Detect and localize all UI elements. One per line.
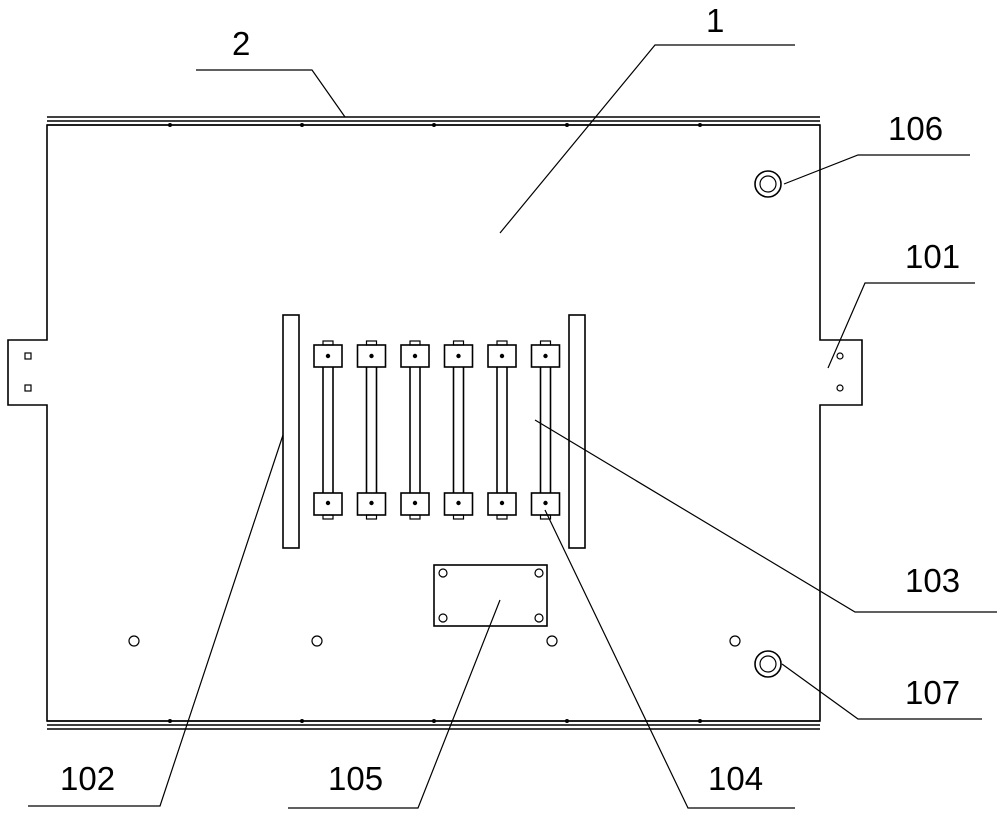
roller [356,340,387,520]
roller-cap [496,340,508,346]
left-tab-hole [24,384,32,392]
label-104: 104 [708,760,763,797]
roller-pin [543,353,548,359]
label-103: 103 [905,562,960,599]
roller-pin [456,500,461,506]
roller-pin [369,500,374,506]
label-101: 101 [905,238,960,275]
roller [313,340,343,520]
junction-box [433,564,548,627]
roller-pin [456,353,461,359]
roller-pin [325,353,331,359]
roller-cap [452,514,465,520]
roller-cap [409,340,421,346]
roller-cap [539,340,552,346]
port-106 [754,170,782,198]
roller [443,340,474,520]
mounting-hole [128,635,140,647]
main-plate [7,124,863,722]
roller-cap [409,514,421,520]
port-107 [754,650,782,678]
mounting-hole [311,635,323,647]
roller-group [313,340,561,520]
roller-cap [539,514,552,520]
right-tab-hole [836,384,844,392]
roller-pin [369,353,374,359]
label-2: 2 [232,25,250,62]
label-107: 107 [905,674,960,711]
label-1: 1 [706,2,724,39]
roller-cap [365,514,378,520]
label-106: 106 [888,110,943,147]
label-102: 102 [60,760,115,797]
roller-cap [322,340,334,346]
roller-cap [322,514,334,520]
roller-pin [543,500,548,506]
roller-cap [496,514,508,520]
right-tab-hole [836,352,844,360]
label-105: 105 [328,760,383,797]
roller-pin [412,353,418,359]
mounting-hole [546,635,558,647]
mounting-hole [729,635,741,647]
roller [530,340,561,520]
roller [487,340,517,520]
roller-pin [412,500,418,506]
roller-pin [499,500,505,506]
roller [400,340,430,520]
roller-cap [452,340,465,346]
leader-lines [28,44,997,809]
guide-bar-right [568,314,586,549]
guide-bar-left [282,314,300,549]
left-tab-hole [24,352,32,360]
roller-pin [499,353,505,359]
roller-cap [365,340,378,346]
roller-pin [325,500,331,506]
